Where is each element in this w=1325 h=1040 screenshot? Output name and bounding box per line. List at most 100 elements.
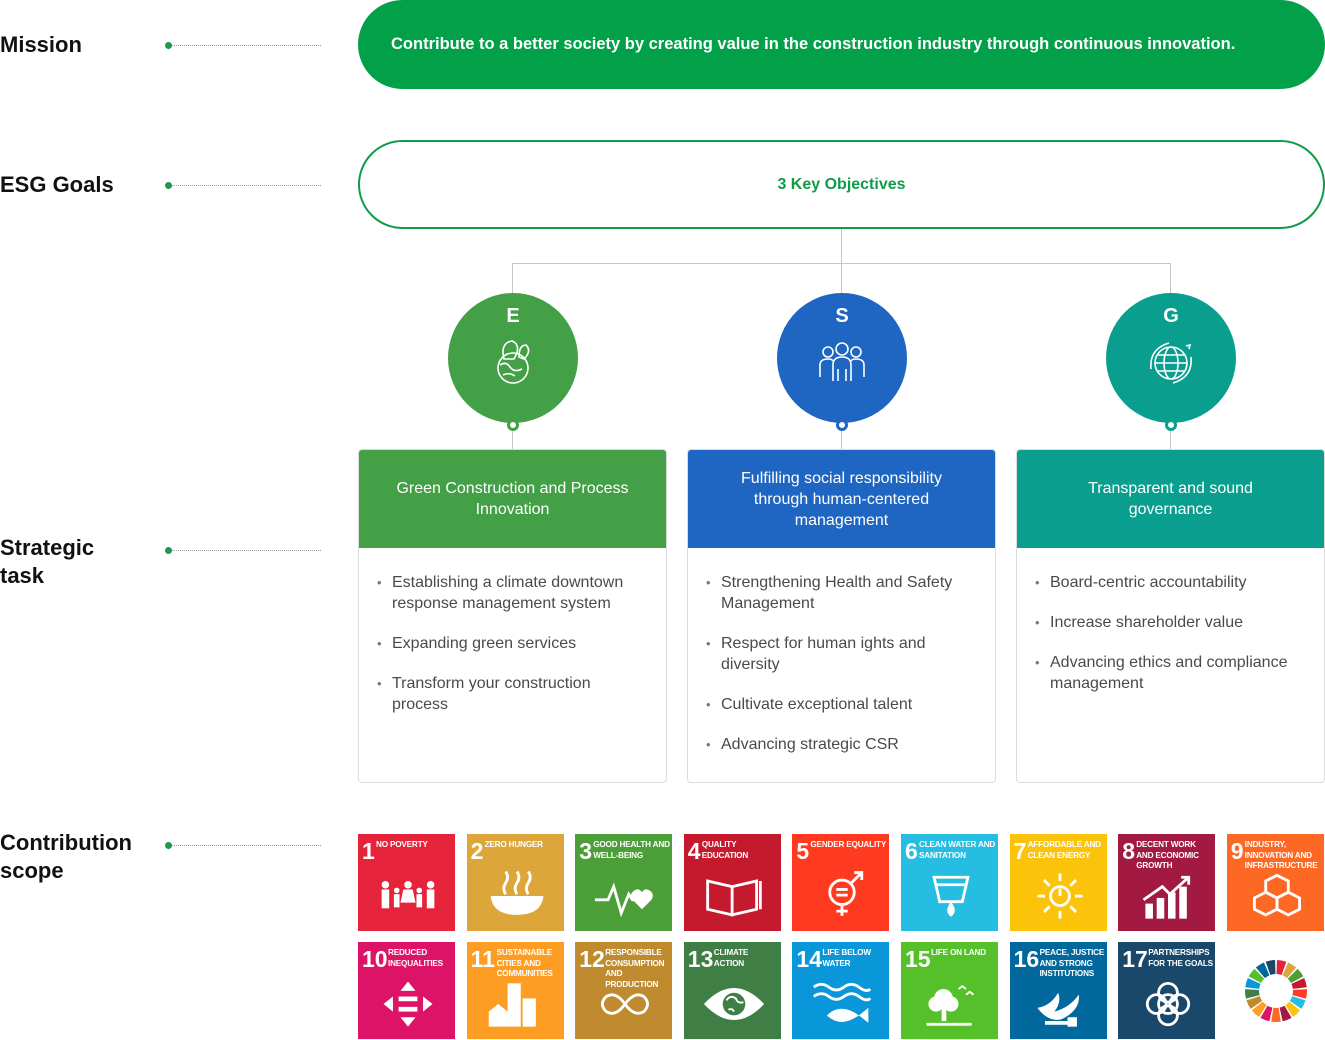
sdg-wheel-segment bbox=[1245, 989, 1260, 999]
sdg-label: Industry, innovation and infrastructure bbox=[1244, 840, 1318, 870]
task-item: Cultivate exceptional talent bbox=[706, 694, 977, 715]
sdg-number: 8 bbox=[1122, 838, 1135, 864]
leader-dot bbox=[165, 42, 172, 49]
leader-dot bbox=[165, 842, 172, 849]
sdg-number: 9 bbox=[1230, 838, 1244, 864]
sdg-number: 10 bbox=[362, 946, 388, 972]
mission-statement: Contribute to a better society by creati… bbox=[358, 0, 1325, 89]
sdg-number: 7 bbox=[1013, 838, 1027, 864]
connector-line bbox=[841, 229, 842, 263]
pillar-letter: S bbox=[835, 305, 849, 327]
sdg-tile-5: 5Gender equality bbox=[792, 834, 890, 931]
sdg-label: Good health and well-being bbox=[593, 840, 670, 860]
sdg-wheel-segment bbox=[1248, 968, 1265, 983]
fish-icon bbox=[813, 982, 872, 1023]
rings-icon bbox=[1146, 981, 1191, 1027]
row-label-esg-goals: ESG Goals bbox=[0, 172, 114, 197]
sdg-label: Decent work and economic growth bbox=[1136, 840, 1199, 870]
task-list: Board-centric accountability Increase sh… bbox=[1017, 548, 1324, 694]
sdg-tile-6: 6Clean water and sanitation bbox=[901, 834, 998, 931]
connector-line bbox=[841, 263, 842, 293]
buildings-icon bbox=[488, 983, 536, 1027]
leader-line bbox=[165, 182, 321, 189]
globe-icon bbox=[1150, 342, 1192, 384]
sdg-label: Affordable and clean energy bbox=[1027, 840, 1102, 860]
dove-icon bbox=[1037, 992, 1079, 1027]
sdg-label: Life on land bbox=[931, 948, 986, 957]
sdg-tile-2: 2Zero hunger bbox=[466, 834, 564, 931]
sdg-number: 6 bbox=[905, 838, 918, 864]
sdg-wheel-segment bbox=[1287, 968, 1304, 983]
sdg-wheel-segment bbox=[1246, 996, 1263, 1009]
sdg-number: 3 bbox=[579, 838, 592, 864]
connector-line bbox=[512, 263, 513, 293]
infinity-icon bbox=[601, 993, 650, 1015]
bowl-icon bbox=[490, 870, 543, 915]
sdg-wheel-segment bbox=[1292, 989, 1307, 999]
sdg-label: Partnerships for the goals bbox=[1148, 948, 1213, 968]
sdg-wheel-segment bbox=[1289, 996, 1306, 1009]
sdg-wheel-segment bbox=[1245, 978, 1261, 989]
leader-dot bbox=[165, 182, 172, 189]
sdg-label: Life below water bbox=[822, 948, 871, 968]
sdg-number: 12 bbox=[579, 946, 605, 972]
sdg-wheel-segment bbox=[1255, 962, 1270, 979]
card-header: Green Construction and Process Innovatio… bbox=[359, 450, 666, 548]
pillar-letter: G bbox=[1163, 305, 1179, 327]
sdg-tile-14: 14Life below water bbox=[792, 942, 890, 1039]
row-label-contribution-scope: Contribution scope bbox=[0, 830, 132, 883]
sdg-wheel-segment bbox=[1285, 1001, 1301, 1017]
sdg-number: 5 bbox=[796, 838, 810, 864]
sdg-tile-7: 7Affordable and clean energy bbox=[1009, 834, 1107, 931]
leader-line bbox=[165, 547, 321, 554]
connector-line bbox=[841, 425, 842, 449]
sdg-tile-11: 11Sustainable cities and communities bbox=[466, 942, 564, 1039]
sdg-label: Responsible consumption and production bbox=[605, 948, 665, 989]
connector-line bbox=[1170, 263, 1171, 293]
sdg-number: 13 bbox=[687, 946, 714, 972]
sdg-tile-9: 9Industry, innovation and infrastructure bbox=[1226, 834, 1324, 931]
equality-arrows-icon bbox=[383, 981, 433, 1027]
node-dot bbox=[1165, 419, 1177, 431]
sdg-tile-3: 3Good health and well-being bbox=[575, 834, 673, 931]
sdg-tile-4: 4Quality education bbox=[683, 834, 781, 931]
esg-goals-text: 3 Key Objectives bbox=[777, 175, 906, 193]
sdg-label: Reduced inequalities bbox=[388, 948, 443, 968]
sdg-label: Quality education bbox=[701, 840, 749, 860]
water-icon bbox=[932, 875, 970, 917]
sdg-tile-17: 17Partnerships for the goals bbox=[1118, 942, 1216, 1039]
sdg-wheel-segment bbox=[1291, 978, 1307, 989]
sdg-number: 14 bbox=[796, 946, 822, 972]
esg-goals-box: 3 Key Objectives bbox=[358, 140, 1325, 229]
sdg-label: Peace, justice and strong institutions bbox=[1039, 948, 1105, 978]
heartbeat-icon bbox=[595, 882, 654, 918]
task-item: Transform your construction process bbox=[377, 673, 648, 715]
sdg-tile-15: 15Life on land bbox=[901, 942, 998, 1039]
sdg-wheel-segment bbox=[1265, 960, 1276, 975]
eye-globe-icon bbox=[703, 988, 764, 1021]
card-header: Transparent and sound governance bbox=[1017, 450, 1324, 548]
sdg-tile-13: 13Climate action bbox=[683, 942, 781, 1039]
task-list: Establishing a climate downtown response… bbox=[359, 548, 666, 715]
row-label-mission: Mission bbox=[0, 32, 82, 57]
connector-line bbox=[1170, 425, 1171, 449]
node-dot bbox=[836, 419, 848, 431]
task-item: Strengthening Health and Safety Manageme… bbox=[706, 572, 977, 614]
tree-icon bbox=[926, 985, 975, 1026]
sdg-label: Clean water and sanitation bbox=[919, 840, 996, 860]
sdg-number: 17 bbox=[1122, 946, 1148, 972]
sdg-label: No poverty bbox=[376, 840, 428, 849]
sdg-wheel-segment bbox=[1282, 962, 1297, 979]
task-item: Establishing a climate downtown response… bbox=[377, 572, 648, 614]
sdg-label: Climate action bbox=[713, 948, 749, 968]
earth-leaf-icon bbox=[497, 340, 530, 384]
book-icon bbox=[706, 879, 762, 917]
task-item: Advancing strategic CSR bbox=[706, 734, 977, 755]
sdg-tile-12: 12Responsible consumption and production bbox=[575, 942, 673, 1039]
task-item: Respect for human ights and diversity bbox=[706, 633, 977, 675]
sdg-wheel-segment bbox=[1251, 1001, 1267, 1017]
strategic-card-s: Fulfilling social responsibility through… bbox=[687, 449, 996, 783]
pillar-circle-g: G bbox=[1106, 293, 1236, 423]
sdg-tile-16: 16Peace, justice and strong institutions bbox=[1009, 942, 1107, 1039]
task-item: Expanding green services bbox=[377, 633, 648, 654]
